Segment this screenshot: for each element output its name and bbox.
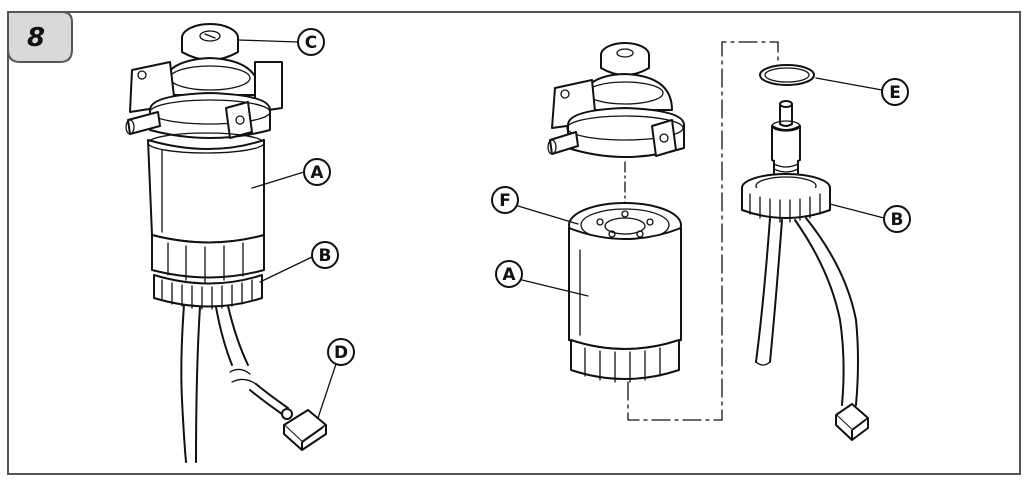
callout-right-e: E bbox=[881, 78, 909, 106]
figure-number-badge: 8 bbox=[7, 11, 73, 63]
callout-left-a: A bbox=[303, 158, 331, 186]
right-bowl-assembly bbox=[741, 64, 869, 441]
svg-text:F: F bbox=[499, 191, 511, 211]
svg-text:C: C bbox=[305, 33, 317, 53]
figure-frame bbox=[7, 11, 1021, 475]
assembly-path-line bbox=[627, 41, 779, 421]
figure-number: 8 bbox=[27, 23, 45, 53]
svg-text:B: B bbox=[891, 210, 904, 230]
svg-text:A: A bbox=[310, 163, 324, 183]
left-filter-assembly bbox=[125, 23, 327, 463]
callout-left-d: D bbox=[327, 338, 355, 366]
callout-right-f: F bbox=[491, 186, 519, 214]
svg-text:B: B bbox=[319, 246, 332, 266]
svg-text:A: A bbox=[502, 265, 516, 285]
svg-text:E: E bbox=[889, 83, 901, 103]
right-head-and-cartridge bbox=[547, 42, 685, 383]
callout-right-a: A bbox=[495, 260, 523, 288]
svg-text:D: D bbox=[334, 343, 348, 363]
callout-left-c: C bbox=[297, 28, 325, 56]
callout-right-b: B bbox=[883, 205, 911, 233]
callout-left-b: B bbox=[311, 241, 339, 269]
